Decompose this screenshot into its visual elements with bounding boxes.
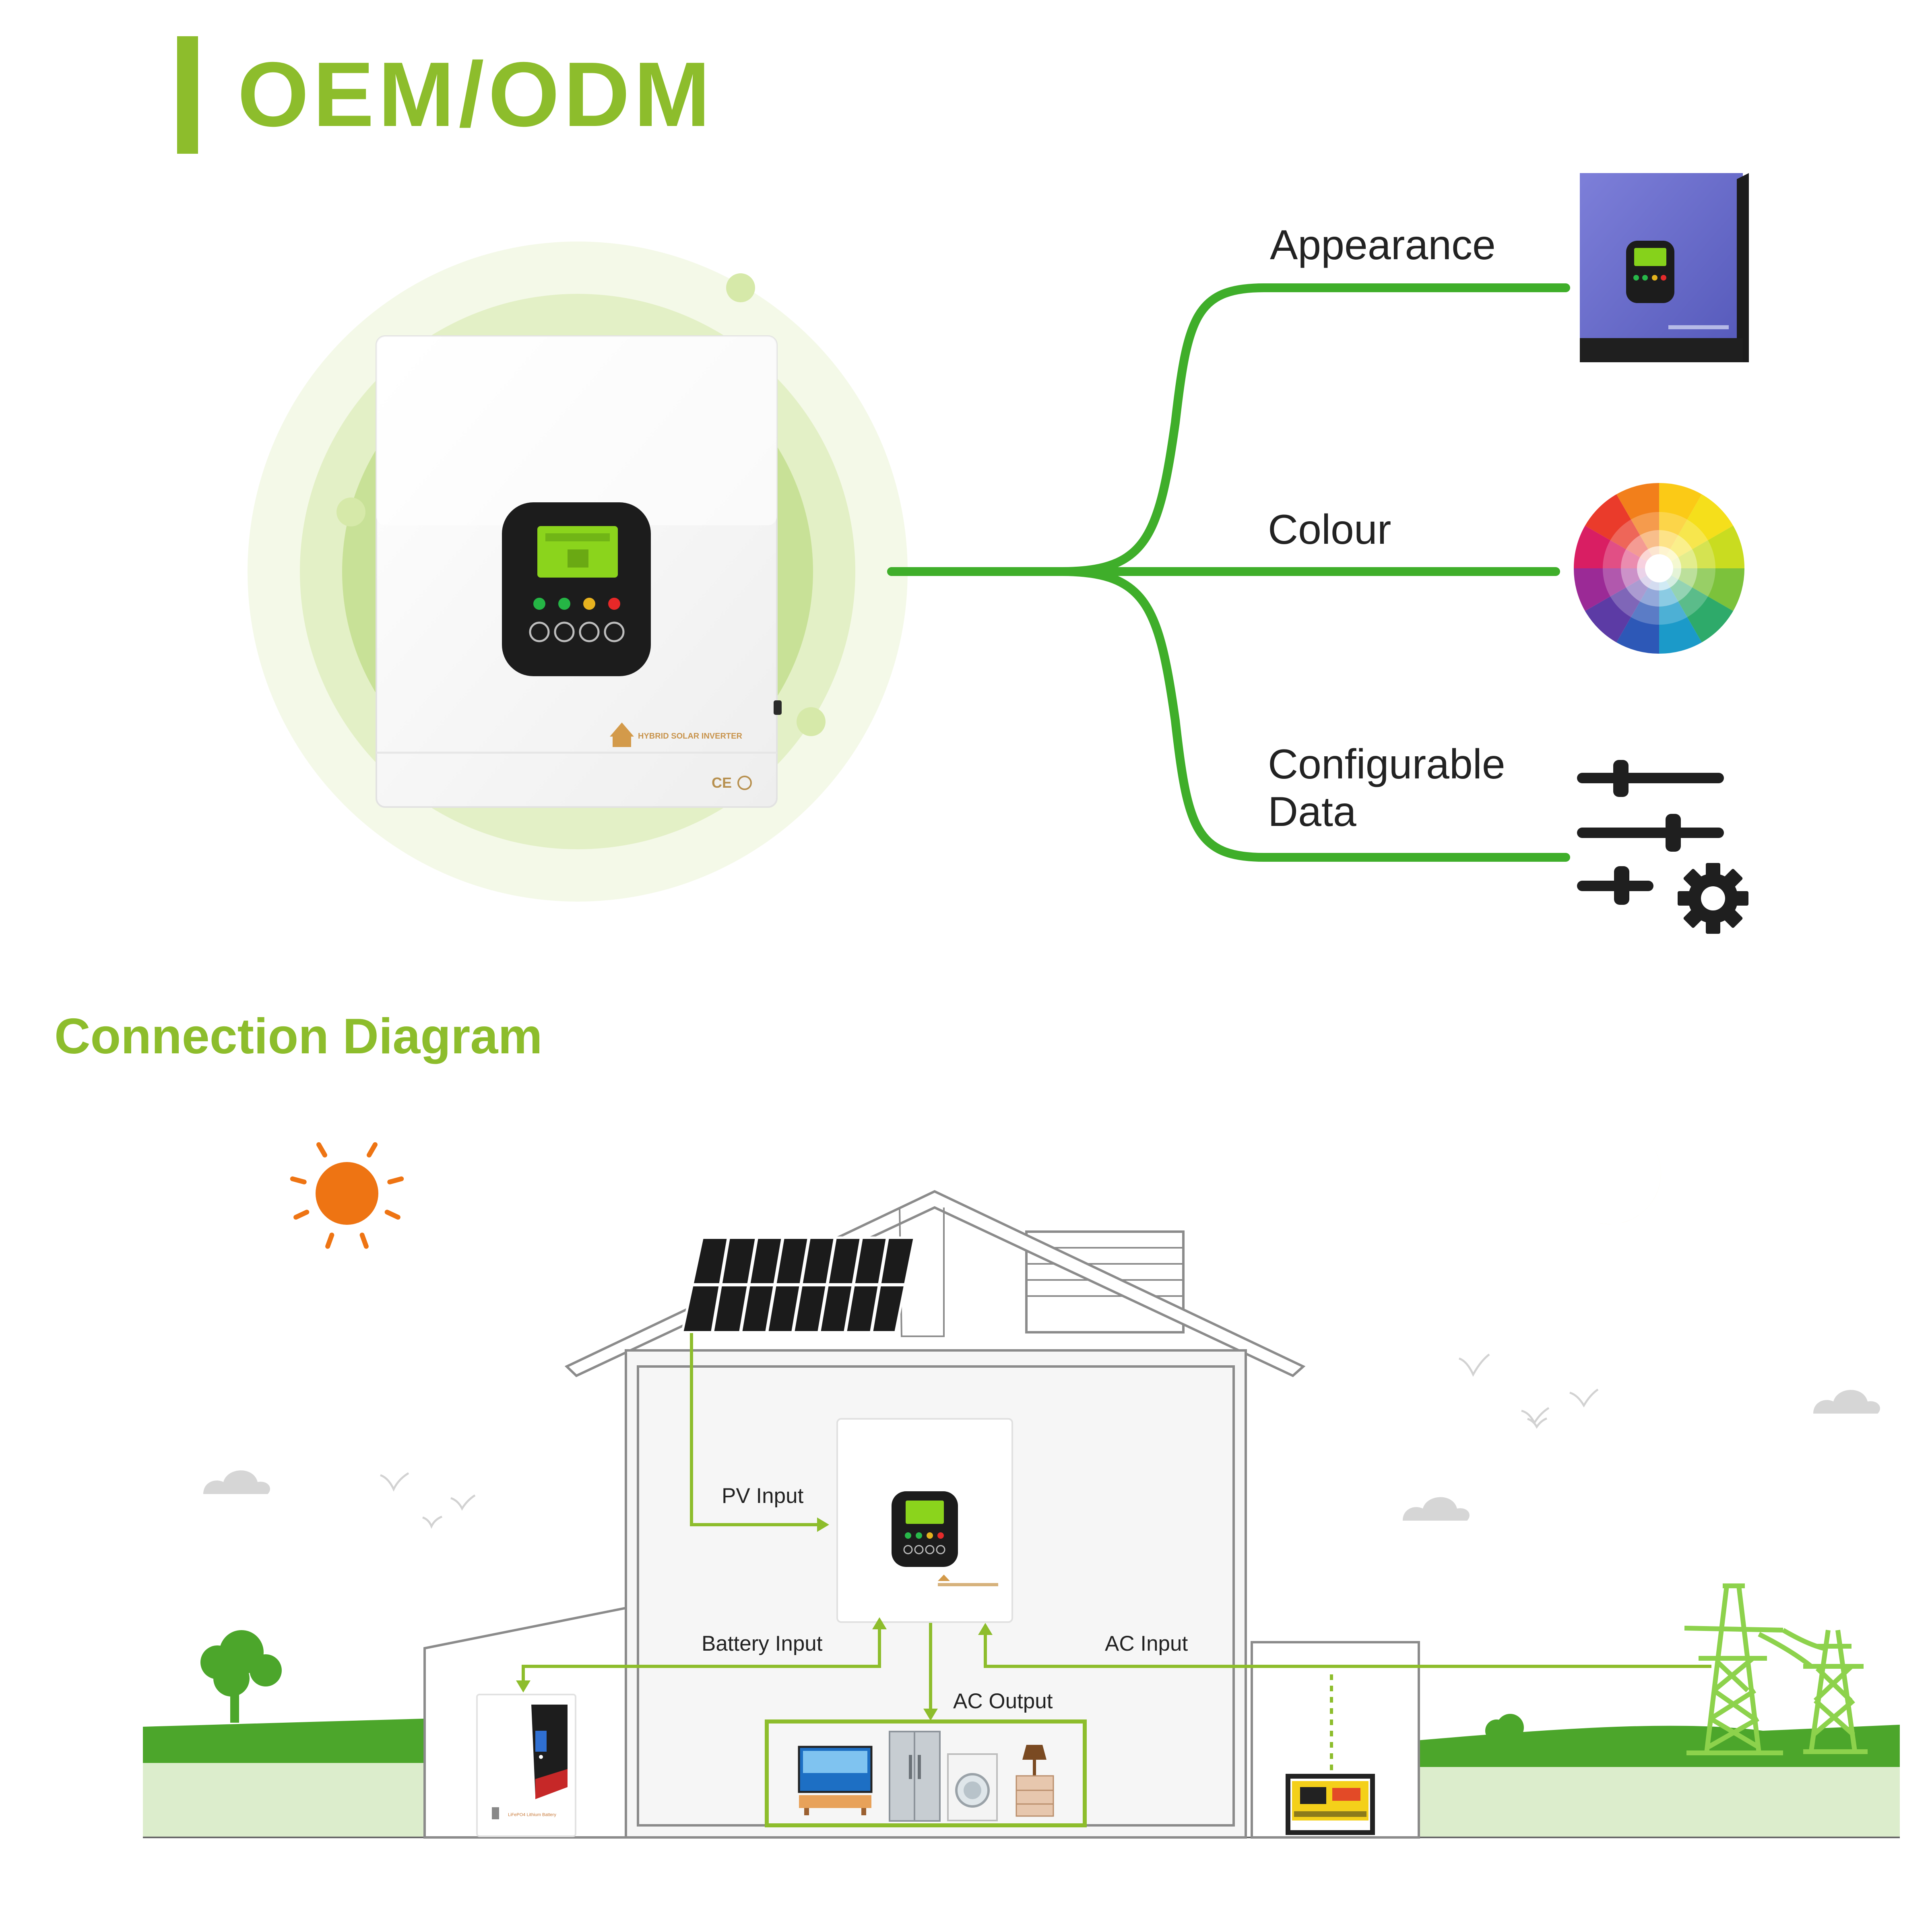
tv-icon: [798, 1746, 873, 1815]
sun-icon: [290, 1142, 404, 1249]
generator-icon: [1286, 1774, 1375, 1835]
battery-label-text: LiFePO4 Lithium Battery: [508, 1812, 556, 1817]
panel-button: [604, 621, 625, 642]
brand-logo-icon: [610, 722, 634, 747]
appliances-group: [765, 1719, 1087, 1827]
sliders-gear-icon: [1577, 760, 1748, 934]
ac-input-arrow-icon: [978, 1623, 993, 1635]
flow-arrowheads: [516, 1517, 993, 1721]
indicator-led-ac: [533, 598, 545, 610]
gear-icon: [1678, 863, 1748, 934]
indicator-led-fault: [583, 598, 595, 610]
feature-connector-lines: [887, 283, 1570, 862]
panel-button: [529, 621, 550, 642]
halo-dot: [797, 707, 826, 736]
label-pv-input: PV Input: [722, 1484, 804, 1508]
section-title-connection-diagram: Connection Diagram: [54, 1009, 543, 1064]
title-accent-bar: [177, 36, 198, 154]
feature-label-configurable: Configurable Data: [1268, 741, 1505, 835]
side-port: [774, 700, 782, 715]
label-ac-input: AC Input: [1105, 1632, 1188, 1655]
label-battery-input: Battery Input: [702, 1632, 823, 1655]
diagram-inverter: [836, 1418, 1013, 1623]
clouds: [203, 1390, 1880, 1521]
hybrid-inverter-product: HYBRID SOLAR INVERTER CE: [376, 335, 782, 808]
cert-icon: [737, 776, 752, 790]
feature-label-colour: Colour: [1268, 506, 1391, 553]
bush-icon: [1485, 1714, 1524, 1742]
panel-button: [579, 621, 600, 642]
birds: [380, 1354, 1599, 1529]
connector-appearance: [887, 283, 1570, 576]
brand-text: HYBRID SOLAR INVERTER: [638, 732, 742, 741]
refrigerator-icon: [889, 1731, 941, 1822]
connector-configurable: [1058, 567, 1570, 862]
panel-button: [554, 621, 575, 642]
power-pylon-icon: [1684, 1583, 1868, 1755]
halo-dot: [726, 273, 755, 302]
ac-output-load-box: [765, 1719, 1087, 1827]
purple-inverter-image: [1580, 173, 1749, 362]
battery-up-arrow-icon: [872, 1617, 887, 1629]
battery-down-arrow-icon: [516, 1680, 530, 1693]
ac-output-arrow-icon: [923, 1709, 938, 1721]
pv-arrow-icon: [817, 1517, 829, 1532]
tree-icon: [200, 1630, 282, 1723]
moon-icon: [1582, 1131, 1661, 1224]
ac-input-line: [984, 1632, 1711, 1668]
nightstand-lamp-icon: [1016, 1745, 1054, 1817]
indicator-led-alarm: [608, 598, 620, 610]
ce-mark: CE: [712, 774, 732, 791]
label-ac-output: AC Output: [953, 1689, 1053, 1713]
solar-panel-icon: [681, 1236, 916, 1333]
battery-input-line: [522, 1626, 881, 1684]
color-wheel-icon: [1573, 483, 1745, 654]
pv-input-line: [690, 1333, 821, 1526]
indicator-led-bal: [558, 598, 570, 610]
lithium-battery-icon: LiFePO4 Lithium Battery: [476, 1694, 576, 1837]
washing-machine-icon: [947, 1753, 998, 1821]
flow-lines: [522, 1333, 1711, 1773]
feature-label-appearance: Appearance: [1270, 222, 1496, 268]
page-title: OEM/ODM: [237, 43, 714, 146]
halo-dot: [336, 497, 365, 526]
